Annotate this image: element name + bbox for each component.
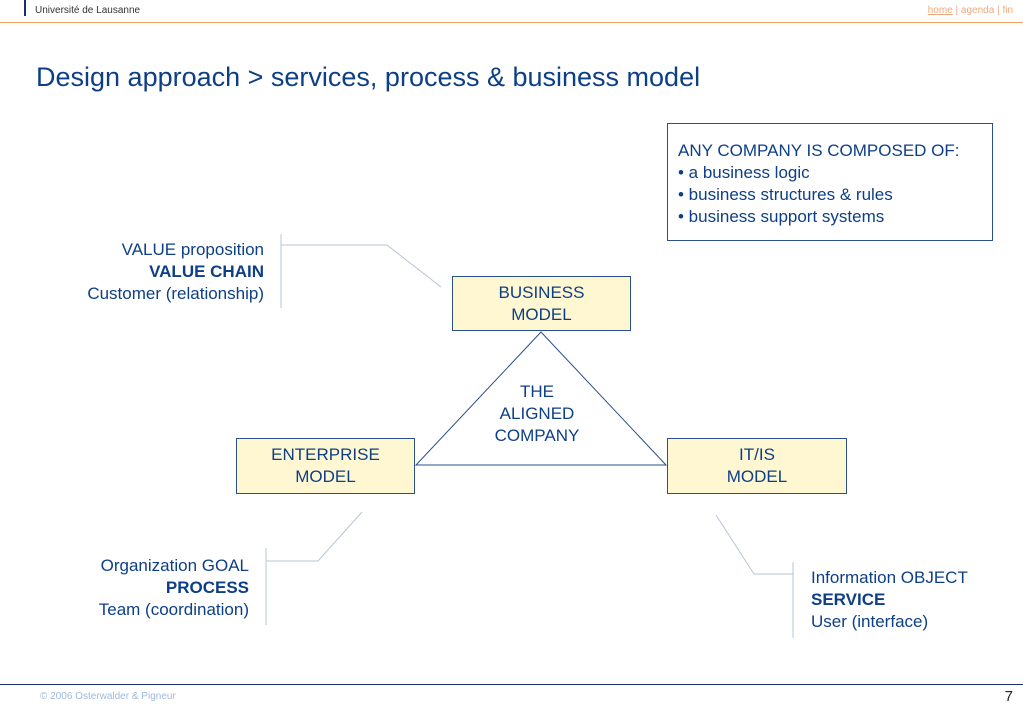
business-note: VALUE proposition xyxy=(121,240,264,259)
composition-info-box: ANY COMPANY IS COMPOSED OF: • a business… xyxy=(667,123,993,241)
enterprise-leader-line xyxy=(266,511,363,562)
nav-agenda-link[interactable]: agenda xyxy=(960,5,995,16)
business-notes: VALUE proposition VALUE CHAIN Customer (… xyxy=(87,239,264,305)
itis-note-emphasis: SERVICE xyxy=(811,590,886,609)
footer-rule xyxy=(0,684,1023,685)
itis-note: Information OBJECT xyxy=(811,568,968,587)
business-leader-line xyxy=(281,244,442,288)
business-note: Customer (relationship) xyxy=(87,284,264,303)
header-accent-bar xyxy=(24,0,26,16)
header-rule xyxy=(0,22,1023,23)
aligned-company-label: THE ALIGNED COMPANY xyxy=(477,381,597,447)
institution-name: Université de Lausanne xyxy=(35,5,141,16)
info-heading: ANY COMPANY IS COMPOSED OF: xyxy=(678,141,960,160)
page-number: 7 xyxy=(1004,688,1013,705)
nav-fin-link[interactable]: fin xyxy=(1002,5,1013,16)
business-note-emphasis: VALUE CHAIN xyxy=(149,262,264,281)
business-model-label: MODEL xyxy=(511,305,572,324)
enterprise-model-box: ENTERPRISE MODEL xyxy=(236,438,415,494)
enterprise-note-emphasis: PROCESS xyxy=(165,578,249,597)
center-text-line: COMPANY xyxy=(494,426,580,445)
nav-separator: | xyxy=(994,5,1003,16)
center-text-line: THE xyxy=(520,382,554,401)
alignment-triangle xyxy=(414,331,668,466)
info-item: • business support systems xyxy=(678,207,885,226)
business-model-box: BUSINESS MODEL xyxy=(452,276,631,331)
itis-leader-line xyxy=(715,514,793,575)
info-item: • a business logic xyxy=(678,163,810,182)
copyright: © 2006 Osterwalder & Pigneur xyxy=(40,691,176,702)
enterprise-model-label: MODEL xyxy=(295,467,356,486)
enterprise-note: Team (coordination) xyxy=(98,600,249,619)
info-item: • business structures & rules xyxy=(678,185,893,204)
business-model-label: BUSINESS xyxy=(498,283,585,302)
enterprise-note: Organization GOAL xyxy=(100,556,249,575)
nav-home-link[interactable]: home xyxy=(927,5,953,16)
nav-separator: | xyxy=(952,5,961,16)
enterprise-notes: Organization GOAL PROCESS Team (coordina… xyxy=(99,555,249,621)
page-title: Design approach > services, process & bu… xyxy=(36,62,701,92)
itis-model-label: MODEL xyxy=(726,467,788,486)
itis-model-label: IT/IS xyxy=(739,445,775,464)
enterprise-model-label: ENTERPRISE xyxy=(271,445,380,464)
itis-model-box: IT/IS MODEL xyxy=(667,438,847,494)
itis-notes: Information OBJECT SERVICE User (interfa… xyxy=(811,567,968,633)
header-nav: home | agenda | fin xyxy=(928,5,1013,16)
itis-note: User (interface) xyxy=(811,612,929,631)
center-text-line: ALIGNED xyxy=(499,404,575,423)
